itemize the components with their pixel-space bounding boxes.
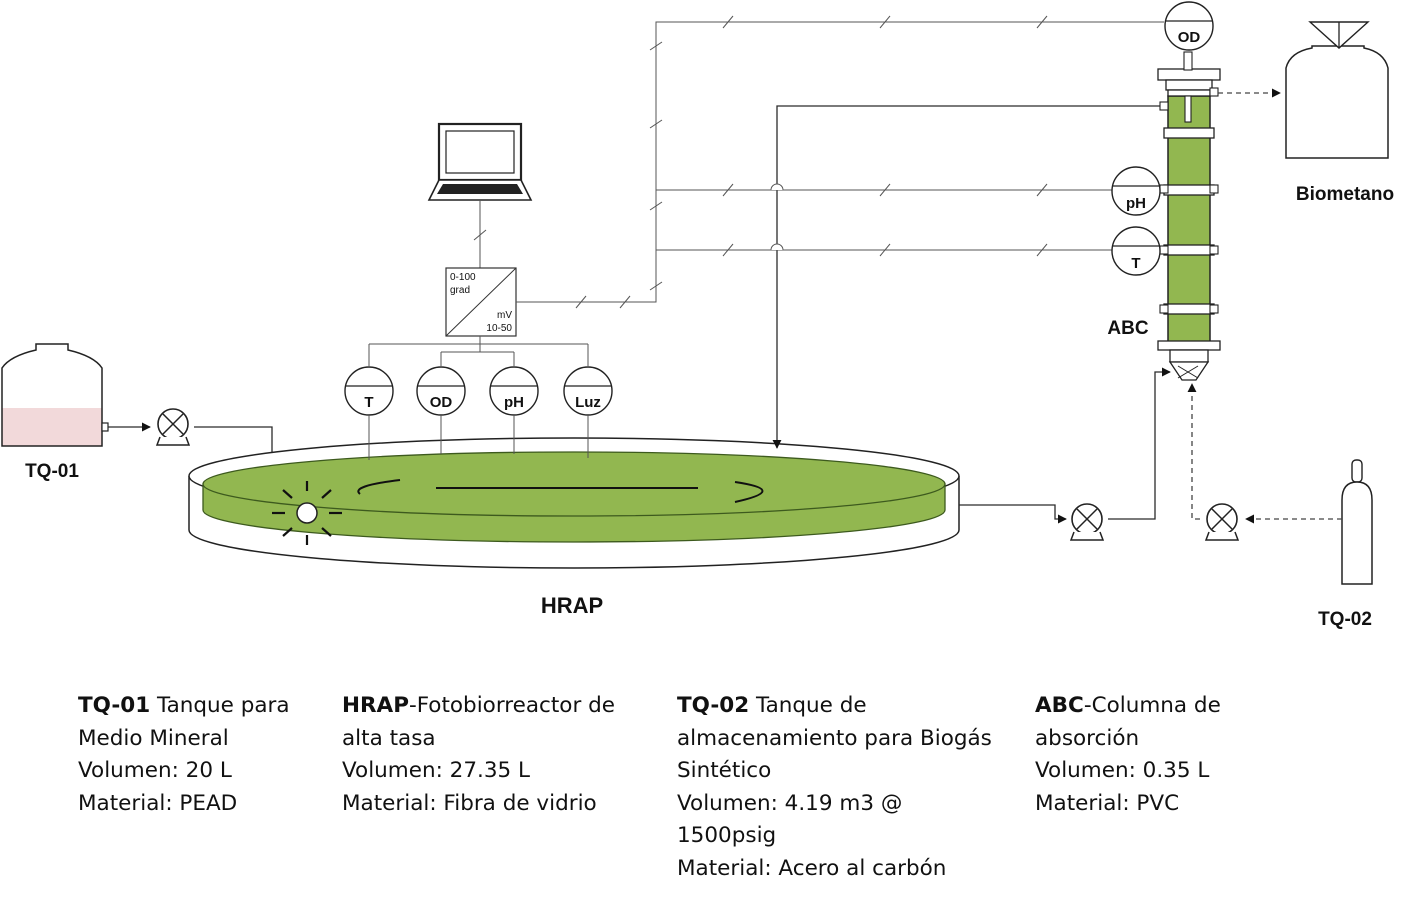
paddle-wheel-icon: [272, 481, 342, 545]
column-sensor-od-label: OD: [1178, 29, 1201, 46]
hrap-outlet-line: [959, 504, 1067, 524]
hrap-liquid-surface: [202, 451, 946, 517]
legend-tq01-code: TQ-01: [78, 693, 151, 718]
legend-abc-desc: -Columna de: [1083, 693, 1221, 718]
biogas-to-column-line: [1187, 383, 1200, 520]
legend-hrap: HRAP-Fotobiorreactor de alta tasa Volume…: [342, 690, 615, 820]
biogas-pump-icon: [1205, 503, 1239, 541]
legend-tq02-line: almacenamiento para Biogás: [677, 725, 992, 751]
tq02-cylinder: [1341, 459, 1373, 585]
legend-abc-line: absorción: [1035, 725, 1140, 751]
hrap-sensor-luz: Luz: [563, 366, 613, 416]
legend-hrap-desc: -Fotobiorreactor de: [408, 693, 616, 718]
legend-tq02-desc: Tanque de: [749, 693, 867, 718]
transmitter-unit-in: grad: [450, 285, 470, 296]
tq01-label: TQ-01: [25, 461, 79, 482]
hrap-sensor-od: OD: [416, 366, 466, 416]
computer-icon: [427, 122, 533, 201]
legend-abc-volume: Volumen: 0.35 L: [1035, 758, 1210, 784]
legend-tq01-desc: Tanque para: [150, 693, 290, 718]
transmitter-range-in: 0-100: [450, 272, 476, 283]
legend-abc-code: ABC: [1035, 693, 1084, 718]
tq01-tank: [1, 343, 109, 447]
signal-ticks: [575, 15, 1048, 309]
od-signal-line: [516, 21, 1164, 303]
legend-tq01-volume: Volumen: 20 L: [78, 758, 232, 784]
column-sensor-ph: pH: [1111, 166, 1161, 216]
feed-pump-icon: [156, 408, 190, 446]
transfer-pump-icon: [1070, 503, 1104, 541]
legend-tq01-material: Material: PEAD: [78, 790, 238, 816]
hrap-reactor: [188, 437, 960, 569]
hrap-sensor-ph-label: pH: [504, 394, 524, 411]
transmitter-unit-out: mV: [497, 310, 512, 321]
hrap-label: HRAP: [541, 593, 603, 618]
column-sensor-ph-label: pH: [1126, 195, 1146, 212]
legend-abc-material: Material: PVC: [1035, 790, 1180, 816]
legend-tq01-line: Medio Mineral: [78, 725, 229, 751]
abc-label: ABC: [1107, 318, 1148, 339]
legend-tq02-volume: Volumen: 4.19 m3 @: [677, 790, 903, 816]
hrap-sensor-od-label: OD: [430, 394, 453, 411]
abc-column: [1157, 51, 1221, 381]
legend-hrap-code: HRAP: [342, 693, 409, 718]
legend-tq02-code: TQ-02: [677, 693, 750, 718]
legend-tq02-pressure: 1500psig: [677, 823, 777, 849]
legend-tq02-material: Material: Acero al carbón: [677, 855, 947, 881]
column-sensor-t: T: [1111, 226, 1161, 276]
legend-tq01: TQ-01 Tanque para Medio Mineral Volumen:…: [78, 690, 290, 820]
tq02-label: TQ-02: [1318, 609, 1372, 630]
hrap-sensor-ph: pH: [489, 366, 539, 416]
liquid-to-column-line: [1108, 367, 1171, 520]
tq01-liquid: [2, 408, 102, 446]
legend-hrap-line: alta tasa: [342, 725, 436, 751]
legend-tq02-line: Sintético: [677, 758, 772, 784]
transmitter-range-out: 10-50: [486, 323, 512, 334]
biomethane-tank: [1285, 21, 1389, 159]
hrap-sensor-t: T: [344, 366, 394, 416]
hrap-sensor-luz-label: Luz: [575, 394, 601, 411]
legend-abc: ABC-Columna de absorción Volumen: 0.35 L…: [1035, 690, 1221, 820]
column-sensor-od: OD: [1164, 1, 1214, 51]
recirculation-line: [772, 105, 1164, 449]
legend-hrap-material: Material: Fibra de vidrio: [342, 790, 597, 816]
biometano-label: Biometano: [1296, 184, 1394, 205]
column-sensor-t-label: T: [1131, 255, 1140, 272]
hrap-sensor-t-label: T: [364, 394, 373, 411]
legend-tq02: TQ-02 Tanque de almacenamiento para Biog…: [677, 690, 992, 886]
signal-transmitter: 0-100 grad mV 10-50: [445, 267, 517, 337]
legend-hrap-volume: Volumen: 27.35 L: [342, 758, 531, 784]
